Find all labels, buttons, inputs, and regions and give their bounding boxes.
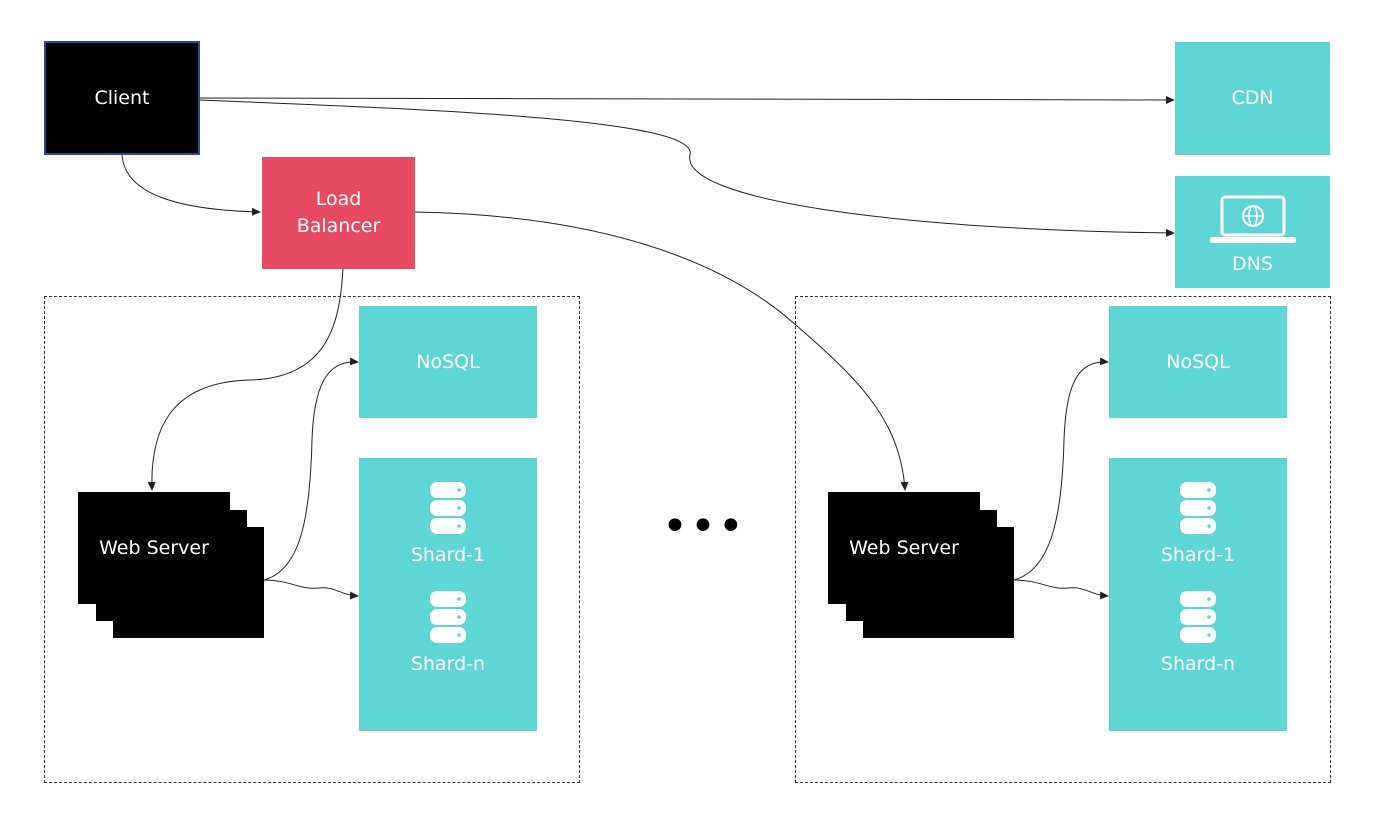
load-balancer-label-line2: Balancer: [296, 215, 381, 237]
database-icon: [430, 591, 466, 643]
client-node: Client: [44, 41, 200, 155]
database-icon: [1179, 482, 1216, 534]
dns-node: DNS: [1175, 176, 1330, 288]
shard-container: Shard-1 Shard-n: [1109, 458, 1287, 731]
nosql-node: NoSQL: [1109, 306, 1287, 418]
nosql-label: NoSQL: [416, 350, 480, 373]
edge-client-lb: [121, 154, 261, 216]
shard-item: Shard-n: [1161, 589, 1235, 678]
server-group-1: [44, 296, 580, 783]
shard-item: Shard-1: [411, 480, 485, 569]
edge-ws1-shards: [263, 579, 359, 600]
edge-ws2-nosql: [1013, 357, 1109, 581]
load-balancer-node: Load Balancer: [262, 157, 415, 269]
shard-label: Shard-1: [410, 544, 486, 566]
edge-lb-webserver-2: [413, 211, 909, 491]
web-server-node: Web Server: [78, 492, 230, 604]
shard-item: Shard-n: [411, 589, 485, 678]
edge-client-cdn: [199, 95, 1175, 104]
edge-lb-webserver-1: [147, 267, 344, 491]
nosql-node: NoSQL: [359, 306, 537, 418]
shard-label: Shard-n: [410, 653, 486, 675]
client-label: Client: [94, 86, 150, 109]
dns-label: DNS: [1232, 252, 1273, 275]
shard-label: Shard-n: [1160, 653, 1236, 675]
load-balancer-label-line1: Load: [315, 188, 362, 210]
nosql-label: NoSQL: [1166, 350, 1230, 373]
edge-ws1-nosql: [263, 357, 359, 581]
web-server-label: Web Server: [849, 536, 959, 559]
web-server-label: Web Server: [99, 536, 209, 559]
shard-item: Shard-1: [1161, 480, 1235, 569]
web-server-node: Web Server: [828, 492, 980, 604]
cdn-label: CDN: [1231, 87, 1274, 109]
server-group-2: [795, 296, 1331, 783]
laptop-globe-icon: [1209, 195, 1296, 243]
edge-client-dns: [199, 99, 1175, 237]
edge-ws2-shards: [1013, 579, 1109, 600]
ellipsis-separator: •••: [662, 501, 746, 552]
cdn-node: CDN: [1175, 42, 1330, 155]
shard-container: Shard-1 Shard-n: [359, 458, 537, 731]
database-icon: [429, 482, 466, 534]
shard-label: Shard-1: [1160, 544, 1236, 566]
database-icon: [1180, 591, 1216, 643]
